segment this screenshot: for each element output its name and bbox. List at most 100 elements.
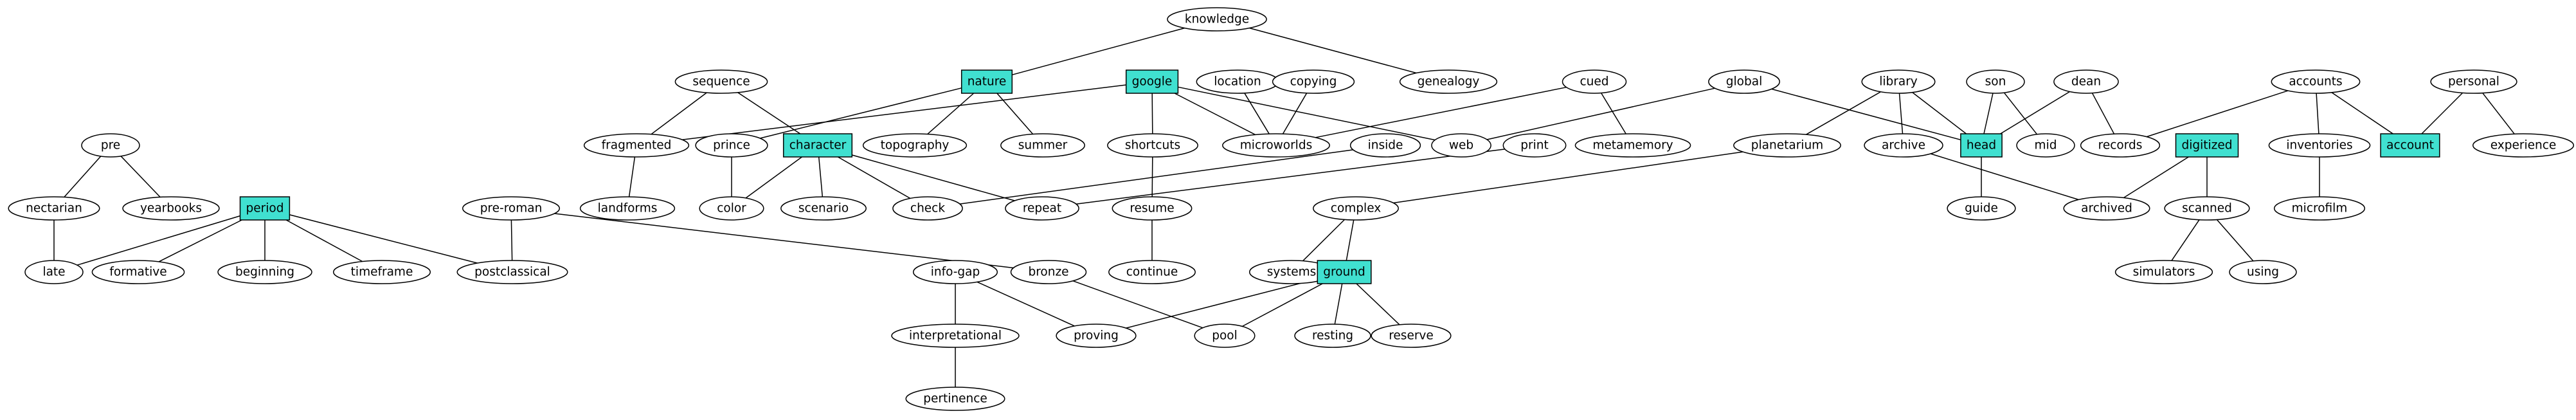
node-box-shape <box>782 133 853 158</box>
edge-ground-proving <box>1126 278 1318 329</box>
node-label: period <box>246 202 284 215</box>
node-label: landforms <box>598 202 658 215</box>
node-label: sequence <box>692 75 750 89</box>
node-label: dean <box>2071 75 2101 89</box>
node-ellipse-shape <box>1272 69 1355 94</box>
node-ellipse-shape <box>2430 69 2517 94</box>
edge-google-fragmented <box>681 84 1126 140</box>
node-label: using <box>2247 266 2279 279</box>
node-label: location <box>1214 75 1261 89</box>
node-knowledge: knowledge <box>1167 7 1267 32</box>
node-fragmented: fragmented <box>583 133 690 158</box>
edge-knowledge-nature <box>1012 27 1185 76</box>
node-global: global <box>1708 69 1780 94</box>
edge-complex-systems <box>1302 219 1346 262</box>
node-label: systems <box>1267 266 1317 279</box>
node-ellipse-shape <box>1107 133 1198 158</box>
edge-print-repeat <box>1076 149 1505 205</box>
node-ellipse-shape <box>2271 69 2361 94</box>
edge-character-scenario <box>818 156 824 197</box>
edge-accounts-account <box>2331 92 2393 134</box>
node-label: beginning <box>235 266 294 279</box>
node-box-shape <box>1125 69 1179 94</box>
node-ellipse-shape <box>1431 133 1491 158</box>
node-label: experience <box>2490 139 2557 152</box>
node-info-gap: info-gap <box>912 260 998 284</box>
node-simulators: simulators <box>2114 260 2213 284</box>
node-label: check <box>910 202 945 215</box>
node-pertinence: pertinence <box>905 387 1005 411</box>
node-label: head <box>1967 139 1996 152</box>
node-label: guide <box>1965 202 1998 215</box>
edge-global-web <box>1486 87 1715 140</box>
edge-ground-pool <box>1242 283 1323 327</box>
node-label: character <box>789 139 847 152</box>
edge-period-late <box>77 215 240 266</box>
edge-personal-experience <box>2482 93 2515 134</box>
node-label: account <box>2386 139 2434 152</box>
edge-info-gap-proving <box>977 281 1075 327</box>
node-period: period <box>239 196 291 221</box>
node-account: account <box>2380 133 2440 158</box>
node-box-shape <box>239 196 291 221</box>
node-ellipse-shape <box>2080 133 2161 158</box>
edge-planetarium-complex <box>1393 151 1743 204</box>
node-inventories: inventories <box>2268 133 2371 158</box>
node-using: using <box>2229 260 2297 284</box>
edge-library-archive <box>1898 93 1904 134</box>
edge-pre-roman-postclassical <box>510 219 513 261</box>
node-box-shape <box>2380 133 2440 158</box>
node-ellipse-shape <box>1966 69 2025 94</box>
node-label: pertinence <box>923 392 987 406</box>
node-ellipse-shape <box>24 260 84 284</box>
node-sequence: sequence <box>674 69 768 94</box>
node-guide: guide <box>1947 196 2016 221</box>
node-ellipse-shape <box>1733 133 1841 158</box>
node-label: planetarium <box>1751 139 1823 152</box>
node-ellipse-shape <box>699 196 764 221</box>
node-bronze: bronze <box>1010 260 1087 284</box>
node-label: late <box>42 266 65 279</box>
edge-bronze-pool <box>1072 280 1203 329</box>
edge-fragmented-landforms <box>628 156 636 197</box>
node-ellipse-shape <box>1502 133 1567 158</box>
edge-nature-summer <box>996 93 1034 134</box>
node-ellipse-shape <box>1010 260 1087 284</box>
node-label: inventories <box>2286 139 2352 152</box>
node-nature: nature <box>960 69 1013 94</box>
node-ellipse-shape <box>891 324 1020 348</box>
node-ellipse-shape <box>1167 7 1267 32</box>
node-shortcuts: shortcuts <box>1107 133 1198 158</box>
node-timeframe: timeframe <box>332 260 431 284</box>
node-box-shape <box>1317 260 1372 284</box>
node-ellipse-shape <box>1222 133 1330 158</box>
node-ellipse-shape <box>2164 196 2250 221</box>
node-ellipse-shape <box>1864 133 1943 158</box>
node-label: color <box>717 202 746 215</box>
node-copying: copying <box>1272 69 1355 94</box>
node-label: pool <box>1212 329 1238 343</box>
node-ellipse-shape <box>1108 260 1196 284</box>
node-label: scanned <box>2182 202 2232 215</box>
edge-pre-roman-bronze <box>554 213 1014 269</box>
node-ellipse-shape <box>579 196 676 221</box>
node-head: head <box>1960 133 2003 158</box>
node-inside: inside <box>1349 133 1421 158</box>
node-color: color <box>699 196 764 221</box>
node-ellipse-shape <box>1708 69 1780 94</box>
node-check: check <box>892 196 963 221</box>
node-label: knowledge <box>1185 13 1249 26</box>
node-label: postclassical <box>474 266 550 279</box>
node-ellipse-shape <box>2114 260 2213 284</box>
node-ellipse-shape <box>1349 133 1421 158</box>
edge-library-planetarium <box>1806 91 1881 135</box>
edge-sequence-character <box>737 92 801 134</box>
edge-google-web <box>1178 86 1436 141</box>
node-personal: personal <box>2430 69 2517 94</box>
node-label: pre-roman <box>480 202 543 215</box>
node-label: prince <box>713 139 750 152</box>
node-label: summer <box>1018 139 1068 152</box>
node-label: proving <box>1074 329 1119 343</box>
